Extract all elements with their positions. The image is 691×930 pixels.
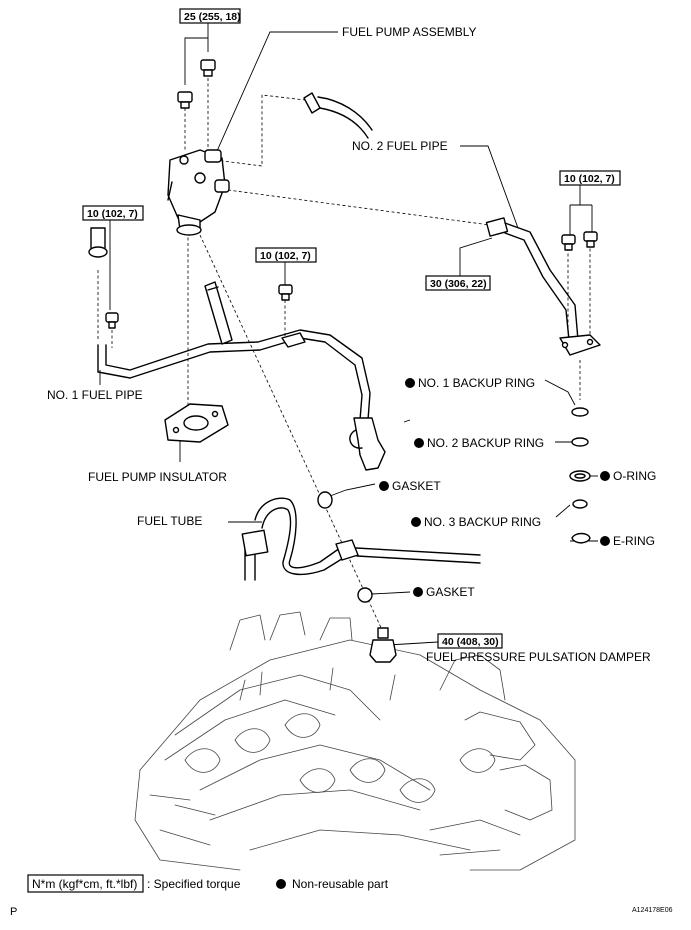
label-fuel-pump-assembly: FUEL PUMP ASSEMBLY: [342, 25, 477, 39]
label-fuel-pressure-pulsation-damper: FUEL PRESSURE PULSATION DAMPER: [426, 650, 651, 664]
gasket-upper-part: [317, 491, 333, 509]
torque-box-pump-bolts: 25 (255, 18): [179, 8, 241, 24]
legend-nonreusable-dot: [276, 879, 286, 889]
torque-value: 10 (102, 7): [260, 250, 311, 262]
no1-backup-ring-part: [571, 407, 589, 417]
fuel-pressure-pulsation-damper-part: [369, 627, 397, 663]
nonreusable-dot: [413, 587, 423, 597]
gasket-lower-part: [357, 587, 373, 603]
legend-nonreusable-text: Non-reusable part: [292, 877, 389, 891]
label-no2-backup-ring: NO. 2 BACKUP RING: [427, 436, 544, 450]
label-gasket-upper: GASKET: [392, 479, 441, 493]
nonreusable-dot: [600, 471, 610, 481]
pump-bolt-lower: [177, 91, 193, 109]
no1-fuel-pipe-part: [88, 227, 386, 471]
figure-id: A124178E06: [632, 907, 673, 914]
no3-backup-ring-part: [572, 499, 588, 509]
center-bolt: [278, 284, 293, 301]
fuel-pump-insulator-part: [164, 403, 229, 443]
label-no1-fuel-pipe: NO. 1 FUEL PIPE: [47, 388, 143, 402]
torque-value: 30 (306, 22): [430, 278, 487, 290]
e-ring-part: [571, 532, 591, 544]
nonreusable-dot: [600, 536, 610, 546]
label-gasket-lower: GASKET: [426, 585, 475, 599]
torque-box-center-bolt: 10 (102, 7): [255, 247, 317, 263]
pipe2-bolt-left: [561, 234, 576, 251]
legend-torque-box: N*m (kgf*cm, ft.*lbf): [32, 877, 137, 891]
pump-bolt-upper: [200, 59, 216, 77]
nonreusable-dot: [405, 378, 415, 388]
torque-box-pipe2-union: 30 (306, 22): [425, 275, 491, 291]
label-fuel-tube: FUEL TUBE: [137, 514, 202, 528]
nonreusable-dot: [411, 517, 421, 527]
engine-block-illustration: [134, 611, 576, 871]
label-no1-backup-ring: NO. 1 BACKUP RING: [418, 376, 535, 390]
torque-box-pipe1-bolt: 10 (102, 7): [82, 205, 144, 221]
nonreusable-dot: [379, 481, 389, 491]
label-fuel-pump-insulator: FUEL PUMP INSULATOR: [88, 470, 227, 484]
label-no3-backup-ring: NO. 3 BACKUP RING: [424, 515, 541, 529]
label-no2-fuel-pipe: NO. 2 FUEL PIPE: [352, 139, 448, 153]
fuel-tube-part: [241, 497, 481, 581]
pump-link-tube: [204, 281, 233, 345]
no2-fuel-pipe-part: [485, 217, 601, 356]
nonreusable-dot: [414, 438, 424, 448]
torque-box-pipe2-bolts: 10 (102, 7): [559, 170, 621, 186]
legend-torque-text: : Specified torque: [147, 877, 241, 891]
label-e-ring: E-RING: [613, 534, 655, 548]
corner-letter: P: [10, 906, 17, 918]
torque-box-damper: 40 (408, 30): [437, 633, 503, 649]
leader-lines: [97, 78, 591, 633]
fuel-pump-assembly-part: [167, 149, 230, 236]
torque-value: 10 (102, 7): [87, 208, 138, 220]
torque-value: 10 (102, 7): [564, 173, 615, 185]
pipe2-bolt-right: [583, 231, 598, 248]
torque-value: 25 (255, 18): [184, 11, 241, 23]
torque-value: 40 (408, 30): [442, 636, 499, 648]
o-ring-part: [569, 470, 591, 482]
no2-backup-ring-part: [571, 437, 589, 447]
label-o-ring: O-RING: [613, 469, 656, 483]
legend: N*m (kgf*cm, ft.*lbf) : Specified torque…: [27, 874, 389, 893]
fuel-hose-upper: [303, 92, 373, 139]
